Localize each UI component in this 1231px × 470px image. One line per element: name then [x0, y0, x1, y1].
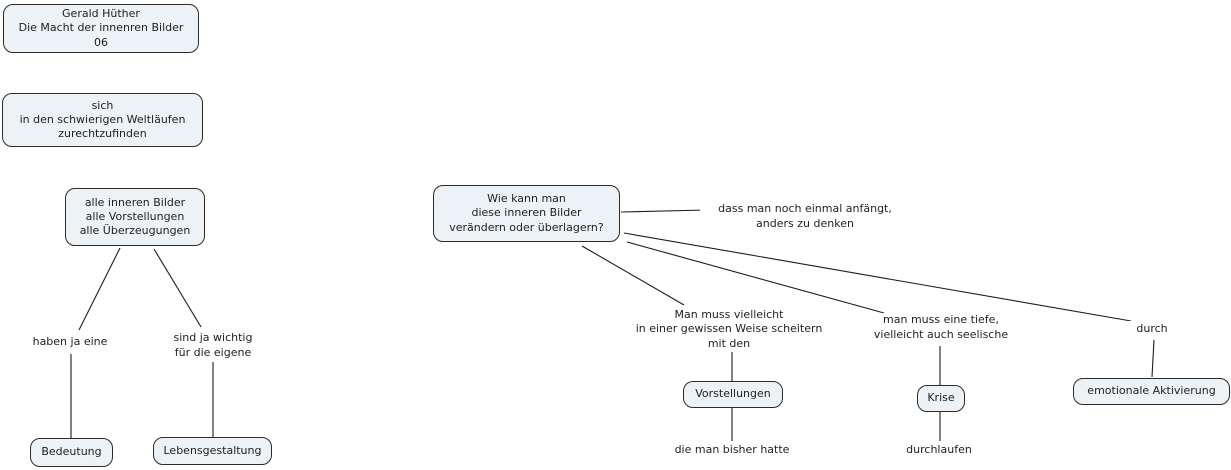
node-emotionale-aktivierung[interactable]: emotionale Aktivierung: [1073, 378, 1230, 405]
node-lebensgestaltung[interactable]: Lebensgestaltung: [153, 437, 272, 465]
label-die-man-bisher-hatte[interactable]: die man bisher hatte: [662, 442, 802, 458]
edge-node-alle-inneren-bilder--label-haben-ja-eine: [78, 247, 121, 331]
node-wie-kann-man[interactable]: Wie kann man diese inneren Bilder veränd…: [433, 185, 620, 242]
edge-node-wie-kann-man--label-dass-man-noch-einmal: [620, 209, 707, 213]
label-man-muss-vielleicht[interactable]: Man muss vielleicht in einer gewissen We…: [620, 307, 838, 352]
label-durchlaufen[interactable]: durchlaufen: [898, 442, 980, 458]
node-alle-inneren-bilder[interactable]: alle inneren Bilder alle Vorstellungen a…: [65, 188, 205, 246]
label-haben-ja-eine[interactable]: haben ja eine: [20, 334, 120, 350]
edge-node-wie-kann-man--label-man-muss-vielleicht: [581, 245, 685, 306]
label-sind-ja-wichtig[interactable]: sind ja wichtig für die eigene: [158, 331, 268, 361]
node-bedeutung[interactable]: Bedeutung: [30, 438, 113, 467]
label-durch[interactable]: durch: [1127, 321, 1177, 337]
edge-node-wie-kann-man--label-durch: [623, 232, 1132, 322]
node-krise[interactable]: Krise: [917, 385, 965, 412]
edge-node-alle-inneren-bilder--label-sind-ja-wichtig: [153, 248, 202, 328]
edge-node-wie-kann-man--label-man-muss-eine-tiefe: [626, 241, 885, 314]
label-dass-man-noch-einmal[interactable]: dass man noch einmal anfängt, anders zu …: [700, 202, 910, 232]
node-title[interactable]: Gerald Hüther Die Macht der innenren Bil…: [3, 4, 199, 53]
label-man-muss-eine-tiefe[interactable]: man muss eine tiefe, vielleicht auch see…: [860, 313, 1022, 343]
node-sich[interactable]: sich in den schwierigen Weltläufen zurec…: [2, 93, 203, 147]
edge-label-durch--node-emotionale-aktivierung: [1151, 339, 1155, 378]
node-vorstellungen[interactable]: Vorstellungen: [683, 381, 783, 408]
